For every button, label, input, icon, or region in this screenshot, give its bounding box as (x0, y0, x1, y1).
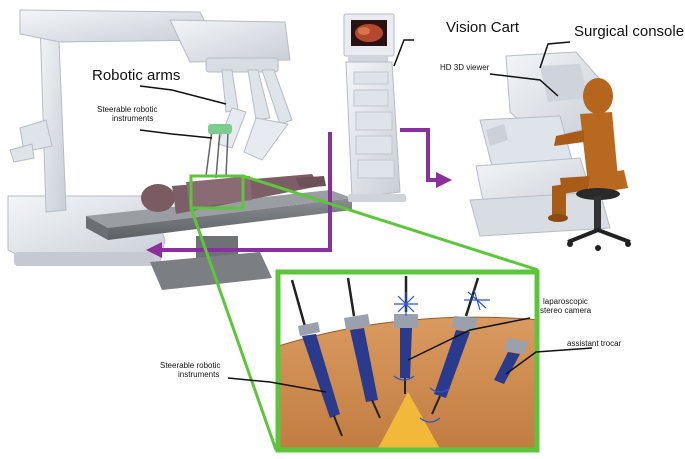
assistant-trocar-instrument (494, 338, 528, 384)
motion-arrows-icon (393, 289, 490, 423)
vision-cart (343, 13, 406, 202)
label-surgical-console: Surgical console (574, 23, 684, 40)
label-vision-cart: Vision Cart (446, 19, 520, 36)
zoomed-abdomen-view (275, 269, 540, 453)
label-robotic-arms: Robotic arms (92, 67, 180, 84)
robotic-instrument (431, 277, 480, 415)
flow-arrow-to-patient-cart (160, 132, 332, 252)
leader-lines (139, 39, 593, 393)
label-laparoscopic-camera-line2: stereo camera (540, 306, 592, 315)
zoom-source-box (189, 174, 245, 210)
label-assistant-trocar: assistant trocar (567, 339, 622, 348)
label-steerable-instruments-top-line1: Steerable robotic (97, 105, 157, 114)
robotic-instrument (290, 279, 343, 437)
label-laparoscopic-camera-line1: laparoscopic (543, 297, 588, 306)
label-steerable-instruments-top-line2: instruments (112, 114, 153, 123)
flow-arrow-to-console (400, 128, 436, 182)
signal-flow-arrows (146, 128, 452, 258)
label-hd-3d-viewer: HD 3D viewer (440, 63, 490, 72)
label-steerable-instruments-bottom-line2: instruments (178, 370, 219, 379)
label-steerable-instruments-bottom-line1: Steerable robotic (160, 361, 220, 370)
robotic-instrument (344, 277, 381, 419)
zoom-frame (275, 269, 540, 453)
patient-side-cart (7, 9, 293, 266)
surgeon-figure (548, 78, 628, 222)
operating-table (86, 190, 352, 290)
camera-field-of-view (377, 392, 441, 450)
patient (141, 174, 326, 214)
diagram-labels: Robotic arms Steerable robotic instrumen… (92, 19, 684, 379)
zoom-connector (189, 174, 539, 451)
surgeon-stool (567, 188, 631, 251)
